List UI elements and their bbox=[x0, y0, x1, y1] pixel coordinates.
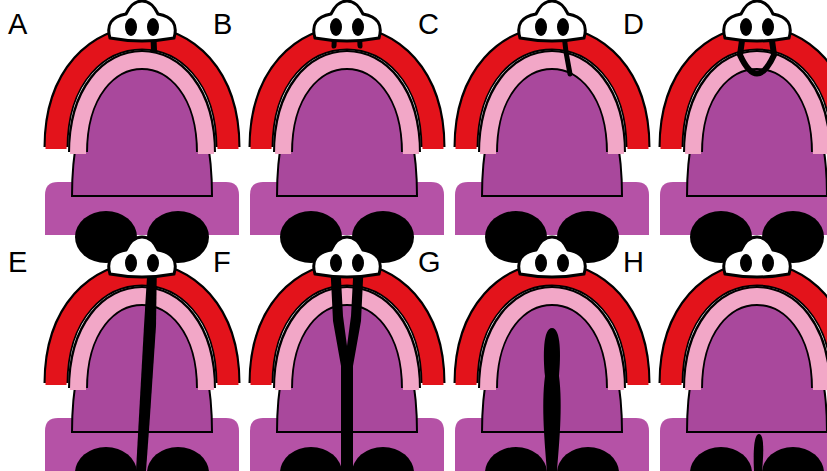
nostril bbox=[125, 18, 137, 36]
gum-band bbox=[693, 296, 821, 390]
nostril bbox=[125, 254, 137, 272]
nostril bbox=[330, 254, 342, 272]
nose bbox=[109, 237, 176, 277]
airway-shadow bbox=[557, 447, 619, 471]
airway-shadow bbox=[690, 447, 752, 471]
nostril bbox=[762, 18, 774, 36]
nostril bbox=[762, 254, 774, 272]
nose bbox=[519, 237, 586, 277]
palate bbox=[277, 55, 417, 196]
panel-letter: F bbox=[213, 248, 231, 277]
palate-figure bbox=[660, 1, 827, 263]
airway-shadow bbox=[485, 447, 547, 471]
nose bbox=[724, 1, 791, 41]
palate-figure bbox=[455, 237, 649, 471]
nostril bbox=[147, 18, 159, 36]
nostril bbox=[740, 18, 752, 36]
nostril bbox=[535, 254, 547, 272]
palate bbox=[72, 55, 212, 196]
panel-letter: A bbox=[8, 10, 27, 39]
nose bbox=[109, 1, 176, 41]
panel-letter: D bbox=[623, 10, 644, 39]
nose bbox=[314, 1, 381, 41]
palate bbox=[687, 291, 827, 432]
airway-shadow bbox=[352, 447, 414, 471]
cleft bbox=[543, 328, 560, 471]
panel-letter: E bbox=[8, 248, 27, 277]
nostril bbox=[352, 254, 364, 272]
nose bbox=[519, 1, 586, 41]
gum-band bbox=[283, 60, 411, 154]
panel-letter: C bbox=[418, 10, 439, 39]
gum-band bbox=[78, 60, 206, 154]
palate-figure bbox=[455, 1, 649, 263]
palate-figure bbox=[250, 1, 444, 263]
panel-letter: B bbox=[213, 10, 232, 39]
nostril bbox=[330, 18, 342, 36]
nostril bbox=[557, 254, 569, 272]
nostril bbox=[535, 18, 547, 36]
cleft bbox=[136, 260, 157, 471]
nostril bbox=[557, 18, 569, 36]
palate-figure bbox=[250, 237, 444, 471]
gum-band bbox=[488, 60, 616, 154]
panel-letter: G bbox=[418, 248, 441, 277]
palate-figure bbox=[45, 1, 239, 263]
airway-shadow bbox=[280, 447, 342, 471]
nostril bbox=[147, 254, 159, 272]
cleft bbox=[330, 260, 364, 471]
panel-letter: H bbox=[623, 248, 644, 277]
airway-shadow bbox=[147, 447, 209, 471]
airway-shadow bbox=[75, 447, 137, 471]
nostril bbox=[740, 254, 752, 272]
palate-figure bbox=[45, 237, 239, 471]
nose bbox=[724, 237, 791, 277]
palate-figure bbox=[660, 237, 827, 471]
nostril bbox=[352, 18, 364, 36]
cleft bbox=[754, 434, 764, 471]
airway-shadow bbox=[762, 447, 824, 471]
nose bbox=[314, 237, 381, 277]
palate bbox=[482, 55, 622, 196]
